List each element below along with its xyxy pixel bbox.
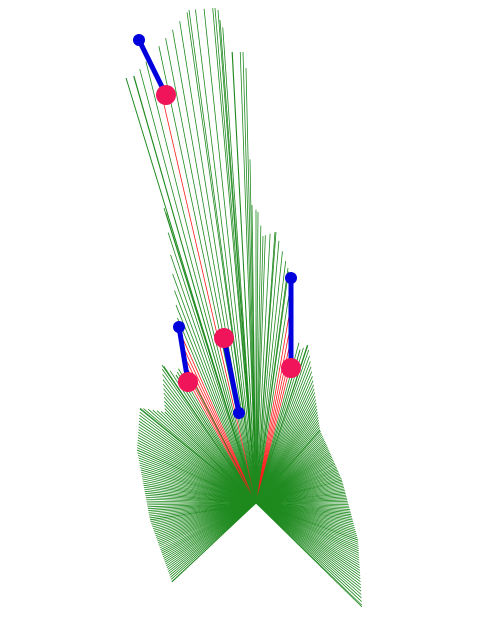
free-ray <box>255 361 311 504</box>
free-ray <box>147 409 257 504</box>
magenta-dot-icon <box>214 328 234 348</box>
blocked-ray <box>187 379 257 504</box>
free-ray <box>171 502 257 583</box>
magenta-dot-icon <box>281 358 301 378</box>
blocked-ray <box>255 322 292 504</box>
segment-line <box>136 37 169 98</box>
free-ray <box>255 502 362 602</box>
free-ray <box>133 75 257 504</box>
free-ray <box>139 407 257 504</box>
free-ray <box>251 204 257 504</box>
free-ray <box>139 411 257 504</box>
free-ray <box>162 374 257 504</box>
free-ray <box>231 51 257 504</box>
obstacle-segments <box>133 34 301 419</box>
free-ray <box>245 67 257 504</box>
free-ray <box>138 420 257 504</box>
free-ray <box>255 211 259 504</box>
free-ray <box>255 502 359 541</box>
blocked-ray <box>157 78 257 504</box>
magenta-dot-icon <box>156 85 176 105</box>
free-ray <box>255 502 363 608</box>
free-ray <box>136 449 257 504</box>
blue-dot-icon <box>133 34 145 46</box>
free-ray <box>149 502 257 521</box>
free-ray <box>161 364 257 504</box>
free-ray <box>139 417 257 504</box>
free-ray <box>152 409 257 504</box>
free-ray <box>255 429 321 504</box>
free-ray <box>203 8 257 504</box>
blue-dot-icon <box>233 407 245 419</box>
free-ray <box>255 233 271 504</box>
free-ray <box>255 366 312 504</box>
free-ray <box>255 501 348 504</box>
free-ray <box>139 414 257 504</box>
free-ray <box>163 392 257 504</box>
free-ray <box>165 37 257 504</box>
free-ray <box>255 235 264 504</box>
free-ray <box>255 240 280 504</box>
free-ray <box>164 411 257 504</box>
free-ray <box>255 502 362 599</box>
blocked-ray <box>255 351 292 504</box>
free-ray <box>163 396 257 504</box>
free-ray <box>172 273 257 504</box>
free-ray <box>167 232 257 504</box>
free-ray <box>175 304 257 504</box>
blocked-ray <box>255 362 292 504</box>
free-ray <box>179 21 257 504</box>
free-ray <box>162 384 257 504</box>
free-ray <box>214 7 257 504</box>
free-ray <box>125 77 257 504</box>
free-ray <box>177 317 257 504</box>
free-ray <box>255 355 310 504</box>
segment-c <box>214 328 245 419</box>
free-ray <box>255 231 277 504</box>
blue-dot-icon <box>285 272 297 284</box>
free-ray <box>172 29 257 504</box>
free-ray <box>255 371 313 504</box>
free-ray <box>255 251 283 504</box>
free-ray <box>255 285 291 504</box>
free-ray <box>138 426 257 504</box>
segment-b <box>173 321 198 392</box>
segment-d <box>281 272 301 378</box>
free-ray <box>188 9 257 504</box>
free-ray <box>158 46 257 504</box>
free-ray <box>170 254 257 504</box>
free-ray <box>138 423 257 504</box>
free-ray <box>255 479 343 504</box>
free-ray <box>175 374 257 504</box>
free-ray <box>138 429 257 504</box>
free-ray <box>145 61 257 504</box>
free-ray <box>255 225 262 504</box>
free-ray <box>174 290 257 504</box>
free-ray <box>163 388 257 504</box>
segment-line <box>221 335 242 416</box>
free-ray <box>195 9 257 504</box>
free-ray <box>255 502 362 595</box>
blocked-ray <box>255 304 292 504</box>
segment-a <box>133 34 176 105</box>
blocked-ray <box>179 331 257 504</box>
free-ray <box>242 51 257 504</box>
free-ray <box>176 371 257 504</box>
free-ray <box>169 370 257 504</box>
free-ray <box>255 376 313 504</box>
free-ray <box>219 19 257 504</box>
ray-fan <box>125 7 363 608</box>
free-ray <box>139 69 257 504</box>
free-ray <box>255 261 287 504</box>
free-ray <box>255 267 289 504</box>
free-ray <box>162 379 257 504</box>
blue-dot-icon <box>173 321 185 333</box>
free-ray <box>239 51 257 504</box>
magenta-dot-icon <box>178 372 198 392</box>
blocked-ray <box>181 343 257 504</box>
